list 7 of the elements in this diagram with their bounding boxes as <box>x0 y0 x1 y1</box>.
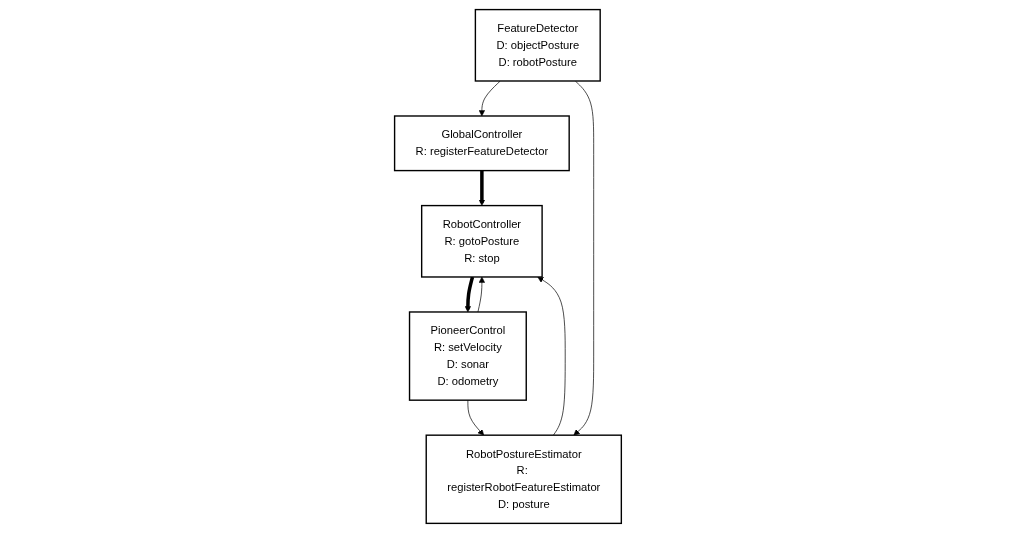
arrow <box>478 170 485 206</box>
node-box: PioneerControl R: setVelocity D: sonar D: odometry <box>408 311 527 401</box>
node-box: RobotPostureEstimator R: registerRobotFeatureEstimator D: posture <box>425 434 623 525</box>
node-box: FeatureDetector D: objectPosture D: robotPosture <box>474 8 601 82</box>
node-box: GlobalController R: registerFeatureDetector <box>393 115 570 172</box>
node-box: RobotController R: gotoPosture R: stop <box>421 204 543 278</box>
arrow <box>464 276 475 313</box>
